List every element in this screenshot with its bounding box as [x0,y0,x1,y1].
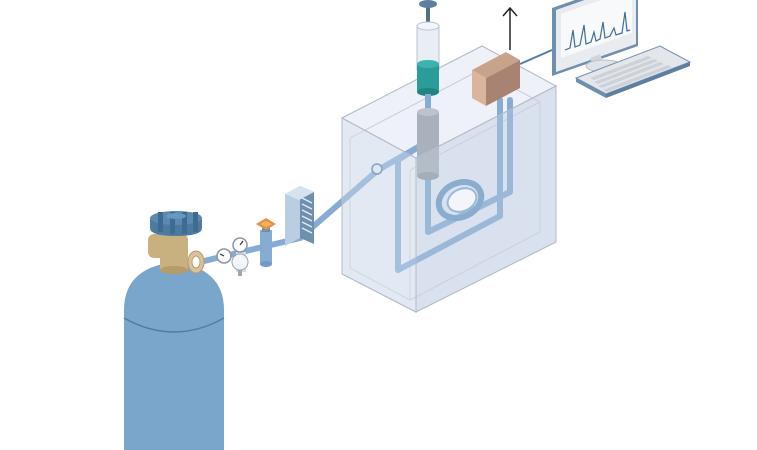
keyboard-icon [574,45,692,98]
oven-front-glass [341,85,557,313]
computer-monitor-icon [552,0,638,76]
gas-cylinder-icon [123,250,225,450]
filter-icon [285,186,314,246]
cylinder-valve-icon [148,211,205,274]
chromatogram-trace [564,11,631,51]
inlet-fitting-icon [371,163,383,175]
detector-box-icon [472,49,553,106]
exhaust-arrow-icon [502,6,518,50]
shutoff-valve-icon [256,218,276,267]
pressure-regulator-icon [216,237,249,276]
column-coil-icon [435,179,485,221]
syringe-injector-icon [416,0,440,180]
